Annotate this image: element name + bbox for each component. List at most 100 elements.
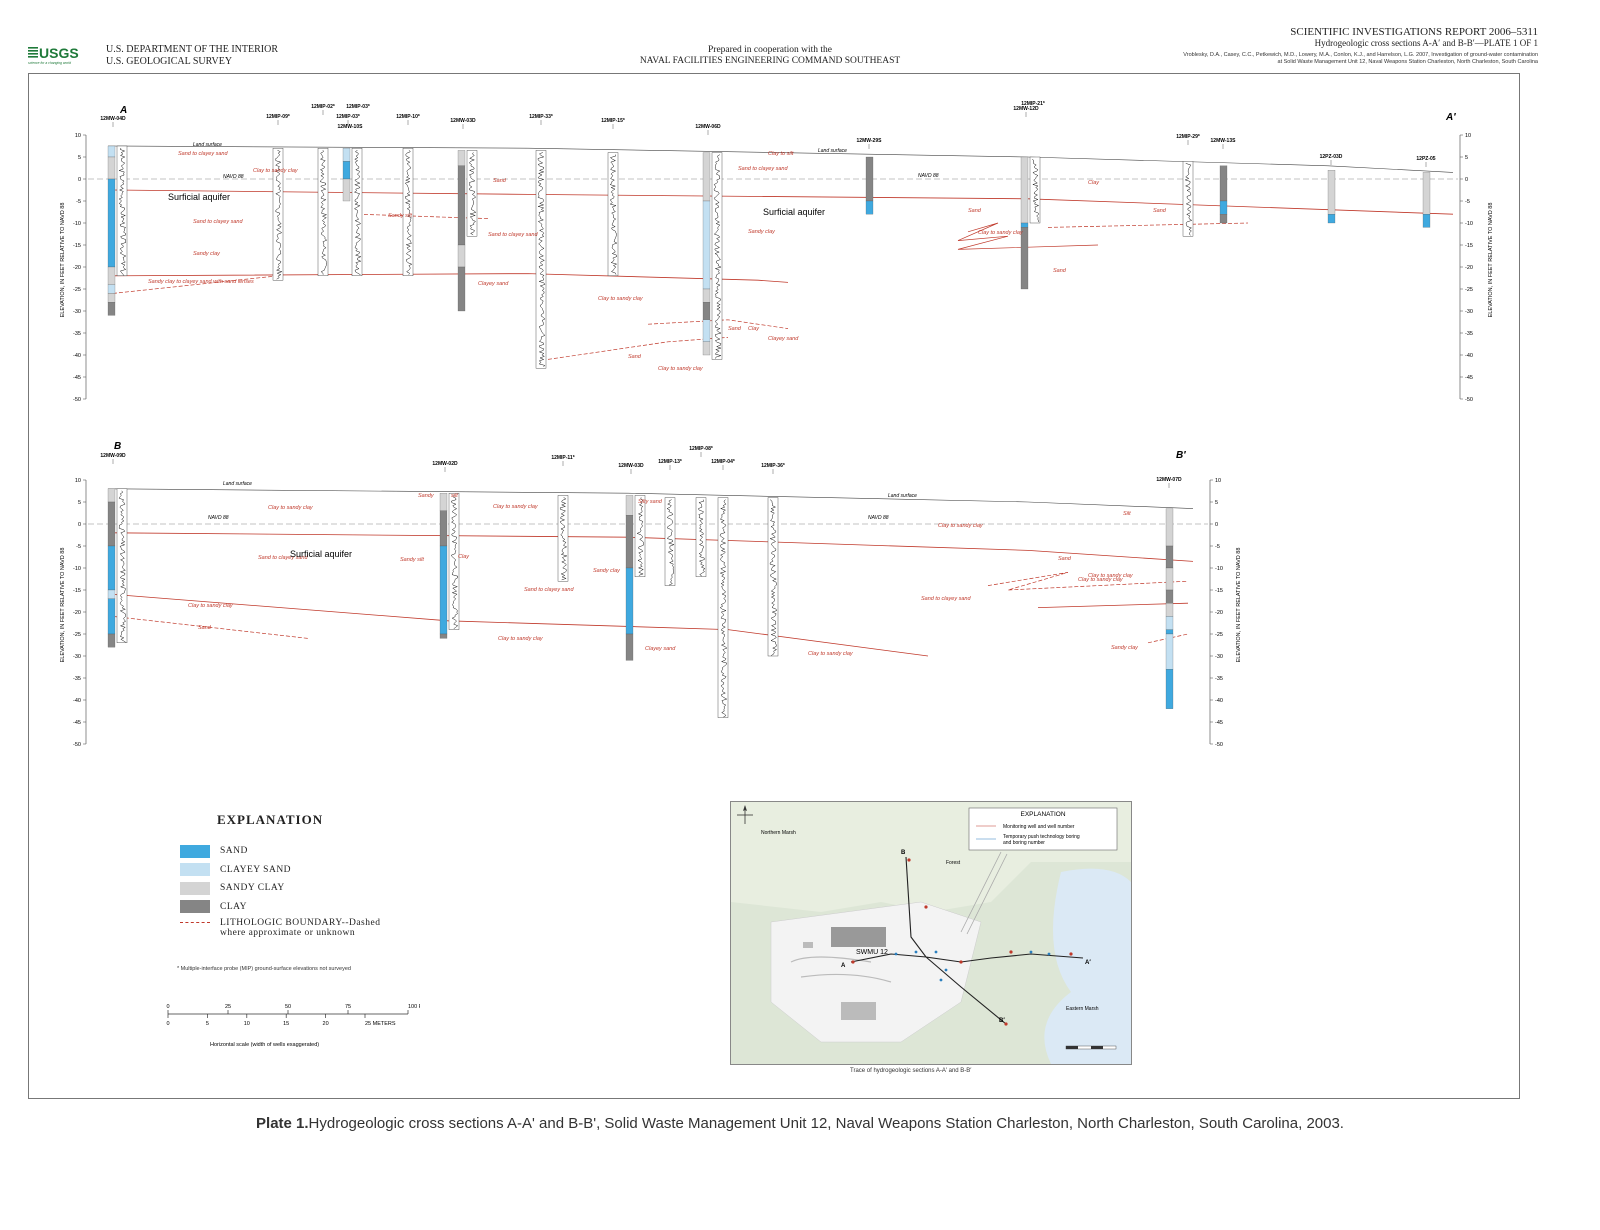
unit-label-b: Sandy <box>418 493 435 499</box>
y-tick-label: -45 <box>73 720 81 726</box>
legend-row-sandy-clay: SANDY CLAY <box>180 879 480 898</box>
well-name-label: 12MW-13S <box>1211 138 1237 144</box>
well-lithology-segment <box>439 545 448 635</box>
y-tick-label: -35 <box>1465 331 1473 337</box>
unit-label-b: Clay to sandy clay <box>493 504 539 510</box>
well-lithology-segment <box>865 156 874 202</box>
well-lithology-segment <box>342 148 351 162</box>
unit-label-a: Clay to sandy clay <box>253 168 299 174</box>
unit-label-a: Sand to clayey sand <box>738 166 788 172</box>
unit-label-a: Sandy silt <box>388 213 412 219</box>
map-trace-a: A <box>841 963 846 969</box>
land-surface-b: Land surface <box>223 481 252 487</box>
y-tick-label: 10 <box>1215 478 1221 484</box>
well-lithology-segment <box>625 633 634 661</box>
scale-label-meters: 0 <box>166 1021 169 1027</box>
navd-a2: NAVD 88 <box>918 173 939 179</box>
well-name-label: 12MIP-04* <box>711 459 735 465</box>
section-a-label: A <box>119 105 127 116</box>
report-block: SCIENTIFIC INVESTIGATIONS REPORT 2006–53… <box>1183 26 1538 66</box>
well-log-curve <box>118 490 127 643</box>
well-name-label: 12MIP-11* <box>551 455 574 461</box>
unit-label-b: Silt <box>1123 511 1131 517</box>
building-2 <box>841 1002 876 1020</box>
unit-label-b: Sandy silt <box>400 557 424 563</box>
well-log-curve <box>636 497 645 576</box>
aquifer-label-a2: Surficial aquifer <box>763 207 825 217</box>
well-lithology-segment <box>107 589 116 599</box>
well-log-frame <box>351 148 363 276</box>
y-tick-label: -5 <box>76 199 81 205</box>
push-boring-markers <box>894 950 1051 982</box>
unit-label-b: Clay <box>458 554 470 560</box>
well-name-label: 12MIP-36* <box>761 463 785 469</box>
well-log-frame <box>272 148 284 281</box>
y-tick-label: 0 <box>78 522 81 528</box>
well-lithology-segment <box>702 288 711 303</box>
boundary-a-5 <box>647 319 789 329</box>
well-name-label: 12MIP-03* <box>346 104 370 110</box>
y-tick-label: -5 <box>1215 544 1220 550</box>
location-map: EXPLANATION Monitoring well and well num… <box>730 801 1132 1065</box>
y-tick-label: -40 <box>1465 353 1473 359</box>
boundary-a-3 <box>112 275 279 294</box>
y-tick-label: -50 <box>73 742 81 748</box>
unit-label-b: silt <box>451 493 458 499</box>
unit-label-a: Sand to clayey sand <box>193 219 243 225</box>
well-lithology-segment <box>457 244 466 268</box>
well-lithology-segment <box>439 493 448 511</box>
boundary-b-2 <box>112 594 929 657</box>
y-tick-label: 10 <box>75 478 81 484</box>
well-lithology-segment <box>1165 603 1174 617</box>
well-name-label: 12MIP-10* <box>396 114 420 120</box>
unit-label-a: Sand <box>1053 268 1067 274</box>
unit-label-b: Clay to sandy clay <box>268 505 314 511</box>
map-explanation-title: EXPLANATION <box>1020 811 1065 818</box>
well-name-label: 12MW-07D <box>1156 477 1182 483</box>
well-lithology-segment <box>1020 222 1029 228</box>
well-name-label: 12MIP-15* <box>601 118 625 124</box>
well-log-frame <box>767 497 779 657</box>
well-log-frame <box>448 493 460 630</box>
unit-label-a: Sand <box>493 178 507 184</box>
report-subtitle: Hydrogeologic cross sections A-A′ and B-… <box>1314 38 1538 48</box>
plate-caption: Plate 1.Hydrogeologic cross sections A-A… <box>0 1115 1600 1132</box>
coop-line-1: Prepared in cooperation with the <box>708 45 832 55</box>
map-trace-b-prime: B′ <box>999 1018 1005 1024</box>
scale-caption: Horizontal scale (width of wells exagger… <box>210 1042 319 1048</box>
y-tick-label: 5 <box>78 155 81 161</box>
y-tick-label: -15 <box>1215 588 1223 594</box>
scale-label-feet: 0 <box>166 1004 169 1010</box>
lithologic-boundary-label: LITHOLOGIC BOUNDARY--Dashed where approx… <box>220 918 380 938</box>
citation-line-1: Vroblesky, D.A., Casey, C.C., Petkewich,… <box>1183 52 1538 58</box>
boundary-a-4 <box>547 337 729 360</box>
y-tick-label: -45 <box>1465 375 1473 381</box>
legend-label: SAND <box>220 846 248 857</box>
legend-label: SANDY CLAY <box>220 883 285 894</box>
powerline <box>960 851 1008 935</box>
well-log-frame <box>535 150 547 369</box>
aquifer-label-b: Surficial aquifer <box>290 549 352 559</box>
well-name-label: 12MIP-02* <box>311 104 335 110</box>
unit-label-a: Clay <box>1088 180 1100 186</box>
citation-line-2: at Solid Waste Management Unit 12, Naval… <box>1277 59 1538 65</box>
legend-row-clay: CLAY <box>180 898 480 917</box>
well-lithology-segment <box>702 341 711 356</box>
well-name-label: 12MIP-08* <box>689 446 713 452</box>
map-legend-push-1: Temporary push technology boring <box>1003 834 1080 840</box>
well-log-curve <box>698 499 706 577</box>
y-tick-label: -10 <box>73 566 81 572</box>
y-tick-label: 0 <box>78 177 81 183</box>
map-legend-monitoring: Monitoring well and well number <box>1003 824 1075 830</box>
navd-b2: NAVD 88 <box>868 515 889 521</box>
well-lithology-segment <box>702 200 711 290</box>
unit-label-a: Clay <box>748 326 760 332</box>
site-area <box>770 901 982 1043</box>
map-swmu-label: SWMU 12 <box>856 949 888 956</box>
well-lithology-segment <box>107 178 116 268</box>
y-tick-label: -20 <box>1465 265 1473 271</box>
logo-text: USGS <box>39 45 79 61</box>
unit-label-a: Clayey sand <box>478 281 509 287</box>
unit-label-a: Clay to sandy clay <box>658 366 704 372</box>
well-lithology-segment <box>1165 629 1174 635</box>
